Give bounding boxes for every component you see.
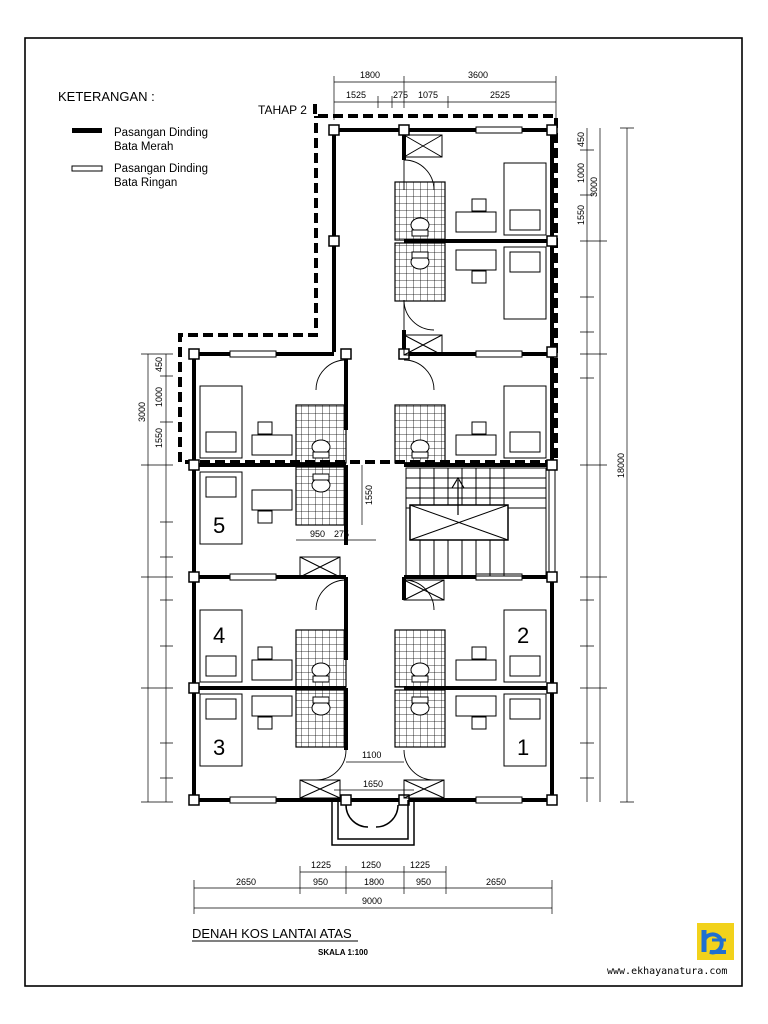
room-number-3: 3	[213, 735, 225, 760]
dim-left-r4: 3000	[137, 402, 147, 422]
drawing-frame	[24, 37, 743, 987]
dim-left-r3: 1550	[154, 428, 164, 448]
legend-item-1-line-1: Pasangan Dinding	[114, 127, 208, 139]
legend-item-2-line-2: Bata Ringan	[114, 177, 177, 189]
ekhayanatura-logo	[697, 923, 734, 960]
dim-right-total: 18000	[616, 453, 626, 478]
entrance-canopy	[331, 800, 415, 846]
dim-bath-h: 1550	[364, 485, 374, 505]
columns	[188, 124, 558, 806]
dim-right-r3: 1550	[576, 205, 586, 225]
dim-bottom-c: 1225	[410, 860, 430, 870]
room-number-2: 2	[517, 623, 529, 648]
dim-bath-s: 275	[334, 529, 349, 539]
room-number-1: 1	[517, 735, 529, 760]
toilets	[311, 217, 430, 716]
dim-bottom-g: 950	[416, 877, 431, 887]
shaft-boxes	[299, 134, 445, 799]
dim-top-a: 1800	[360, 70, 380, 80]
legend: KETERANGAN : Pasangan Dinding Bata Merah…	[58, 89, 208, 189]
dim-right-r4: 3000	[589, 177, 599, 197]
dim-bottom-total: 9000	[362, 896, 382, 906]
dim-right-r2: 1000	[576, 163, 586, 183]
dim-bath-w: 950	[310, 529, 325, 539]
room-number-5: 5	[213, 513, 225, 538]
phase-2-boundary	[178, 104, 558, 464]
legend-swatch-red-brick	[72, 128, 102, 133]
staircase	[405, 467, 547, 577]
furniture	[199, 162, 547, 767]
legend-item-2-line-1: Pasangan Dinding	[114, 163, 208, 175]
dim-top-d: 275	[393, 90, 408, 100]
dim-top-f: 2525	[490, 90, 510, 100]
room-numbers: 1 2 3 4 5	[213, 513, 529, 760]
windows	[229, 126, 556, 804]
legend-title: KETERANGAN :	[58, 89, 155, 104]
drawing-title: DENAH KOS LANTAI ATAS	[192, 926, 352, 941]
dimension-lines	[141, 76, 634, 914]
dim-top-e: 1075	[418, 90, 438, 100]
legend-item-1-line-2: Bata Merah	[114, 141, 173, 153]
dim-bottom-a: 1225	[311, 860, 331, 870]
dim-top-c: 1525	[346, 90, 366, 100]
dim-left-r1: 450	[154, 357, 164, 372]
room-number-4: 4	[213, 623, 225, 648]
drawing-scale: SKALA 1:100	[318, 948, 368, 957]
legend-swatch-light-brick	[71, 165, 103, 172]
dimension-labels: 1800 3600 1525 275 1075 2525 18000 3000 …	[137, 70, 626, 906]
dim-bottom-b: 1250	[361, 860, 381, 870]
dim-corridor-a: 1100	[362, 750, 381, 760]
dim-left-r2: 1000	[154, 387, 164, 407]
dim-top-b: 3600	[468, 70, 488, 80]
dim-right-r1: 450	[576, 132, 586, 147]
phase-2-label: TAHAP 2	[258, 103, 307, 117]
dim-bottom-e: 950	[313, 877, 328, 887]
building-walls	[192, 128, 554, 802]
website-url: www.ekhayanatura.com	[607, 966, 727, 977]
dim-bottom-f: 1800	[364, 877, 384, 887]
dim-bottom-d: 2650	[236, 877, 256, 887]
dim-bottom-h: 2650	[486, 877, 506, 887]
dim-corridor-b: 1650	[363, 779, 383, 789]
